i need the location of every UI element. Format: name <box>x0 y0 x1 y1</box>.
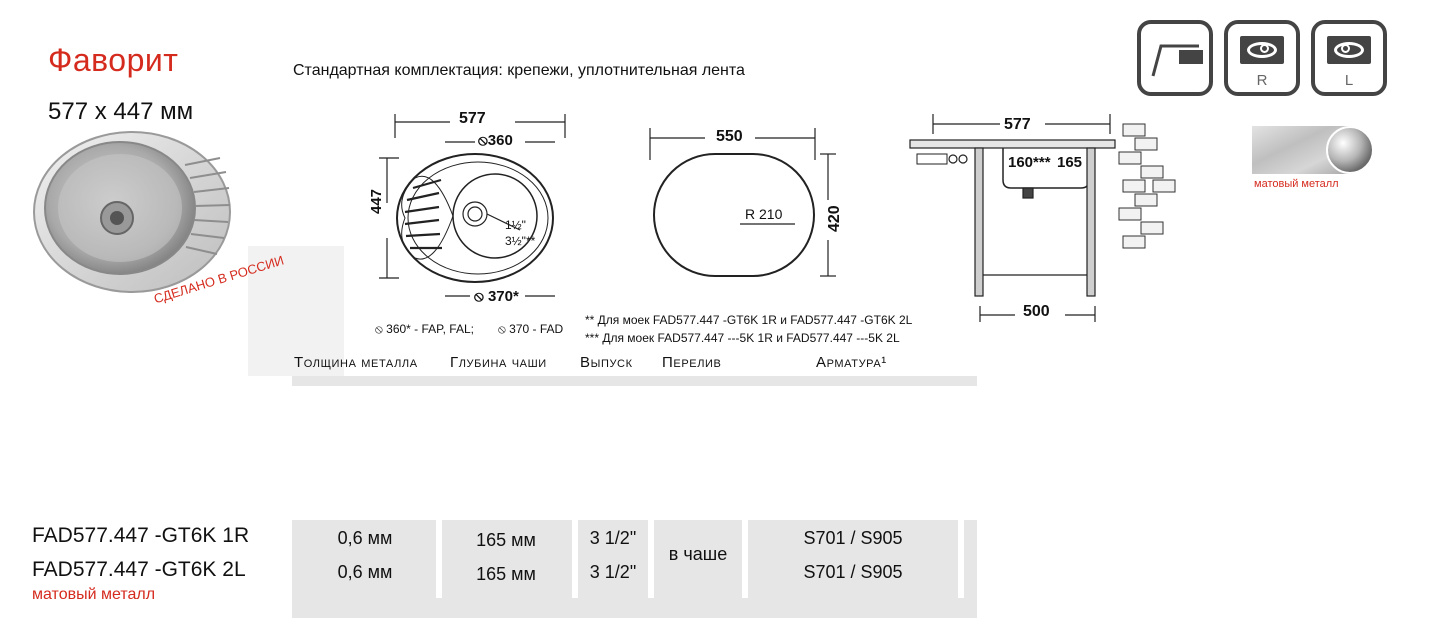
bottom-diameter-label: ⦸ 370* <box>474 288 519 305</box>
drain-size-2-label: 3½"** <box>505 234 536 248</box>
cutout-width-label: 550 <box>716 128 743 145</box>
model-1r: FAD577.447 -GT6K 1R <box>32 524 250 547</box>
top-height-label: 447 <box>368 188 385 214</box>
drain-size-1-label: 1½" <box>505 218 526 232</box>
row2-outlet: 3 1/2" <box>589 562 637 582</box>
overflow-value: в чаше <box>668 544 728 564</box>
row2-depth: 165 мм <box>476 564 536 584</box>
side-depth-1-label: 160*** <box>1008 154 1051 171</box>
header-depth: Глубина чаши <box>450 354 547 371</box>
top-width-label: 577 <box>459 110 486 127</box>
footnote-fap-fal: ⦸ 360* - FAP, FAL; <box>375 322 474 336</box>
cabinet-width-label: 500 <box>1023 303 1050 320</box>
product-title: Фаворит <box>48 42 179 78</box>
row2-fittings: S701 / S905 <box>803 562 903 582</box>
cutout-drawing <box>649 128 836 277</box>
col-divider <box>958 520 964 598</box>
side-width-label: 577 <box>1004 116 1031 133</box>
photo-shadow-area <box>248 246 344 376</box>
note-line-1: ** Для моек FAD577.447 -GT6K 1R и FAD577… <box>585 313 913 327</box>
header-fittings: Арматура¹ <box>816 354 887 371</box>
finish-note: матовый металл <box>32 586 156 603</box>
mount-type-icon <box>1137 20 1213 96</box>
footnote-fad: ⦸ 370 - FAD <box>498 322 564 336</box>
cutout-radius-label: R 210 <box>745 206 783 222</box>
sink-photo <box>33 131 344 376</box>
note-line-2: *** Для моек FAD577.447 ---5K 1R и FAD57… <box>585 331 900 345</box>
col-divider <box>572 520 578 598</box>
model-2l: FAD577.447 -GT6K 2L <box>32 558 246 581</box>
bowl-left-icon: L <box>1311 20 1387 96</box>
product-size: 577 x 447 мм <box>48 98 194 125</box>
top-view-drawing <box>379 114 566 297</box>
header-thickness: Толщина металла <box>294 354 418 371</box>
row1-thickness: 0,6 мм <box>337 528 393 548</box>
table-band <box>292 520 977 618</box>
header-overflow: Перелив <box>662 354 722 371</box>
top-drain-diameter-label: ⦸360 <box>478 132 513 149</box>
row2-thickness: 0,6 мм <box>337 562 393 582</box>
finish-label: матовый металл <box>1254 178 1339 190</box>
row1-fittings: S701 / S905 <box>803 528 903 548</box>
row1-depth: 165 мм <box>476 530 536 550</box>
standard-kit-text: Стандартная комплектация: крепежи, уплот… <box>293 62 745 79</box>
side-section-drawing <box>909 114 1176 322</box>
cutout-height-label: 420 <box>826 205 843 232</box>
side-depth-2-label: 165 <box>1057 154 1083 171</box>
finish-swatch <box>1252 126 1374 174</box>
col-divider <box>648 520 654 598</box>
col-divider <box>742 520 748 598</box>
header-underline <box>292 376 977 386</box>
col-divider <box>436 520 442 598</box>
header-outlet: Выпуск <box>580 354 633 371</box>
bowl-right-icon: R <box>1224 20 1300 96</box>
row1-outlet: 3 1/2" <box>589 528 637 548</box>
